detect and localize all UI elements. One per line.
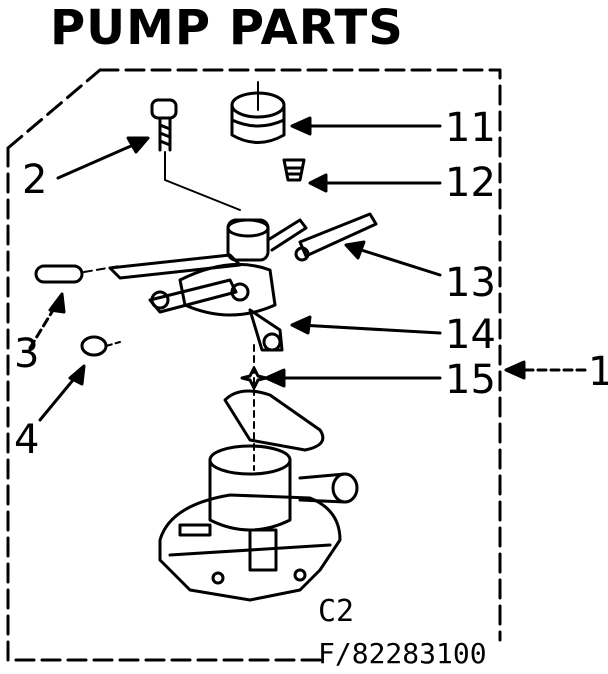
callout-11: 11 (445, 105, 496, 151)
part-screw (150, 98, 241, 211)
callout-14: 14 (445, 312, 496, 358)
diagram-title: PUMP PARTS (50, 0, 404, 56)
part-pin (34, 264, 121, 284)
part-lever (294, 212, 378, 262)
callout-13: 13 (445, 260, 496, 306)
callout-arrows (28, 116, 587, 422)
callout-4: 4 (14, 417, 40, 463)
actuator-assembly (108, 218, 308, 352)
callout-2: 2 (22, 157, 48, 203)
diagram-code: C2 (318, 594, 355, 629)
callout-1: 1 (588, 349, 608, 395)
callout-12: 12 (445, 160, 496, 206)
callout-15: 15 (445, 357, 496, 403)
figure-number: F/82283100 (318, 637, 487, 670)
pump-housing (158, 389, 359, 602)
part-clip (80, 335, 121, 357)
assembly-boundary (6, 68, 502, 662)
part-cap (230, 81, 286, 144)
part-seal (282, 158, 306, 182)
part-star-washer (240, 344, 268, 471)
callout-3: 3 (14, 331, 40, 377)
